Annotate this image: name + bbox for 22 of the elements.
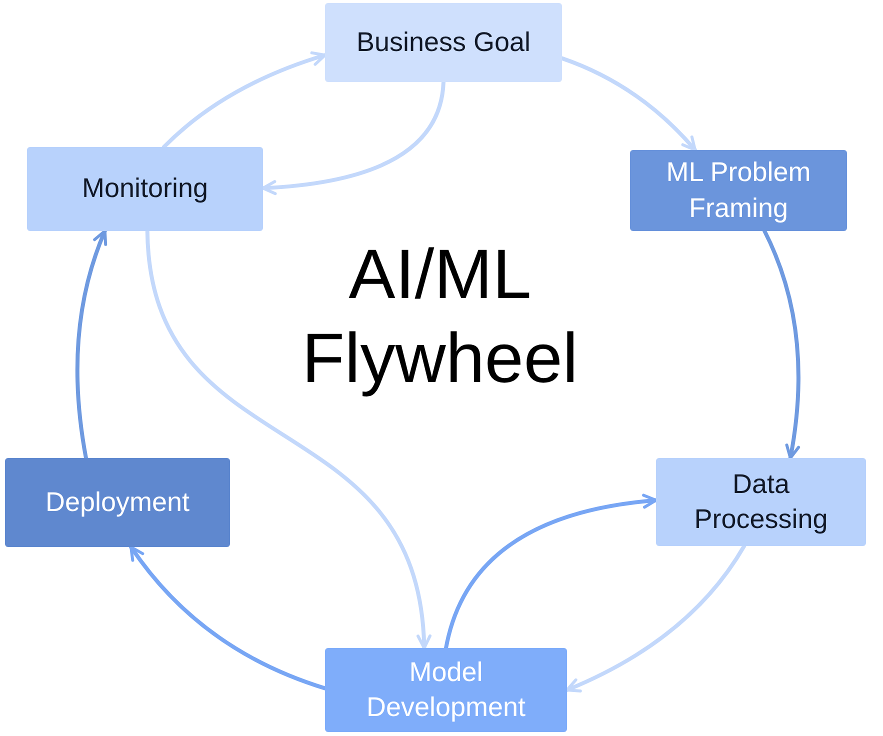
box-label: Data Processing bbox=[693, 468, 829, 536]
box-label: Monitoring bbox=[82, 172, 208, 206]
arrow bbox=[444, 494, 658, 650]
process-box bbox=[5, 458, 230, 547]
box-label: Model Development bbox=[365, 656, 527, 724]
process-box bbox=[27, 147, 263, 231]
box-label: Deployment bbox=[45, 486, 190, 519]
process-box bbox=[325, 3, 562, 82]
arrow bbox=[565, 544, 746, 692]
arrow bbox=[762, 229, 800, 460]
diagram-title: AI/ML Flywheel bbox=[302, 235, 578, 397]
process-box bbox=[630, 150, 847, 231]
process-box bbox=[325, 648, 567, 732]
box-label: Business Goal bbox=[356, 26, 531, 59]
arrow bbox=[261, 80, 446, 195]
arrow bbox=[162, 52, 327, 149]
arrow bbox=[560, 56, 698, 152]
arrow bbox=[75, 229, 108, 460]
box-label: ML Problem Framing bbox=[665, 156, 812, 225]
arrow bbox=[145, 229, 430, 650]
process-box bbox=[656, 458, 866, 546]
arrow bbox=[129, 545, 327, 690]
